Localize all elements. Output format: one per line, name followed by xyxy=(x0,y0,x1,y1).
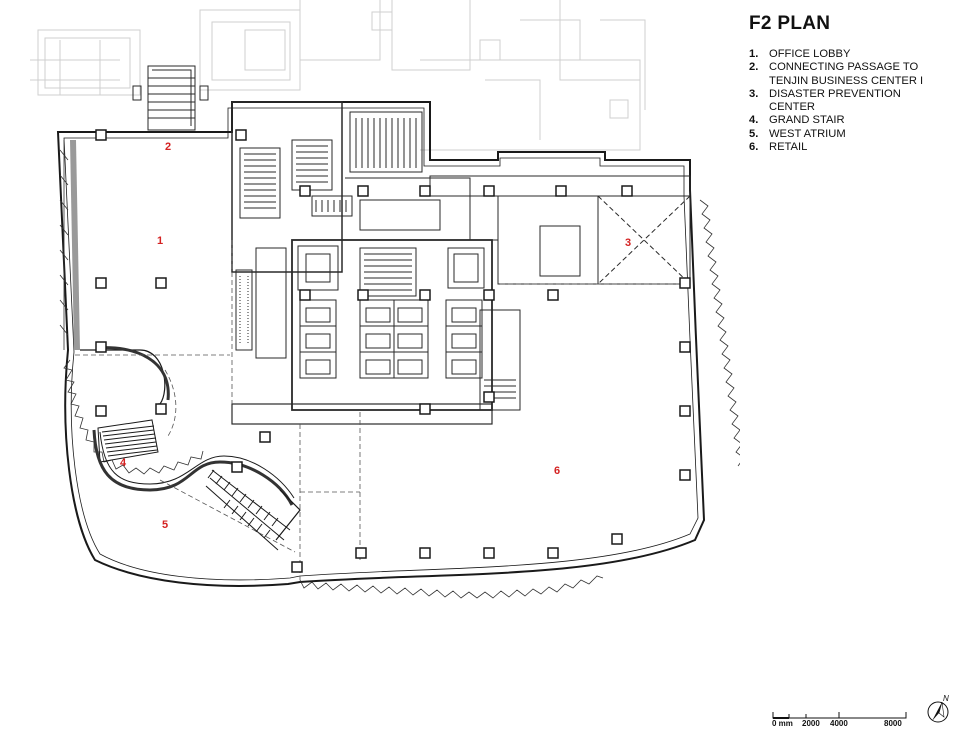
floor-plan-drawing: 1 2 3 4 5 6 xyxy=(30,0,740,599)
building-outline xyxy=(56,101,706,587)
west-facade-strip xyxy=(70,140,80,350)
room-label-1: 1 xyxy=(157,235,163,247)
dashed-lines xyxy=(75,240,690,580)
room-label-2: 2 xyxy=(165,141,171,153)
legend-item: 4.GRAND STAIR xyxy=(749,114,845,127)
room-label-6: 6 xyxy=(554,465,560,477)
scale-unit: 0 mm xyxy=(772,719,793,728)
legend-item: 1.OFFICE LOBBY xyxy=(749,48,851,60)
svg-text:N: N xyxy=(943,694,949,703)
legend-item: 5.WEST ATRIUM xyxy=(749,127,846,140)
connecting-bridge xyxy=(132,65,209,131)
legend: 1.OFFICE LOBBY 2.CONNECTING PASSAGE TO T… xyxy=(749,48,954,154)
scale-tick: 8000 xyxy=(884,719,902,728)
north-arrow-icon: N xyxy=(927,694,949,723)
scale-tick: 2000 xyxy=(802,719,820,728)
legend-item: 6.RETAIL xyxy=(749,141,808,154)
facade-sawtooth xyxy=(59,140,740,599)
legend-item: 3.DISASTER PREVENTION CENTER xyxy=(749,87,901,114)
grand-stair xyxy=(80,346,301,551)
structural-columns xyxy=(95,129,691,573)
room-label-5: 5 xyxy=(162,519,168,531)
scale-bar xyxy=(772,712,907,719)
plan-title: F2 PLAN xyxy=(749,13,831,34)
legend-item: 2.CONNECTING PASSAGE TO TENJIN BUSINESS … xyxy=(749,61,924,87)
ghost-context xyxy=(30,0,646,151)
room-label-4: 4 xyxy=(120,457,127,469)
room-label-3: 3 xyxy=(625,237,631,249)
room-labels: 1 2 3 4 5 6 xyxy=(120,141,631,531)
scale-tick: 4000 xyxy=(830,719,848,728)
